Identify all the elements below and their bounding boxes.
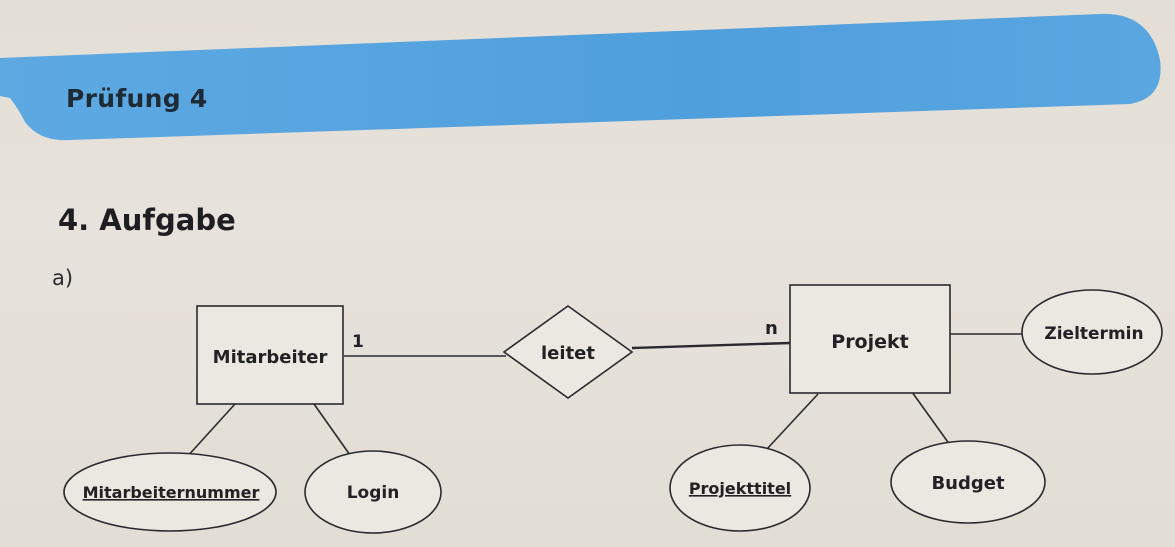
entity-mitarbeiter-box xyxy=(196,305,344,405)
attribute-zieltermin-ellipse xyxy=(1021,289,1163,375)
edge-leitet-projekt xyxy=(631,341,791,350)
attribute-projekttitel-ellipse xyxy=(669,444,811,532)
attribute-mitarbeiternummer-label: Mitarbeiternummer xyxy=(83,483,260,502)
attribute-mitarbeiternummer-ellipse xyxy=(63,452,277,532)
attribute-budget-label: Budget xyxy=(931,473,1005,494)
attribute-projekttitel: Projekttitel xyxy=(669,444,811,532)
relationship-leitet-label: leitet xyxy=(541,343,595,364)
entity-projekt-label: Projekt xyxy=(831,331,908,353)
header-banner-shape xyxy=(0,13,1161,141)
cardinality-mitarbeiter: 1 xyxy=(352,332,364,352)
subpart-label: a) xyxy=(52,266,74,290)
attribute-login-ellipse xyxy=(304,450,442,534)
section-title: 4. Aufgabe xyxy=(58,203,236,237)
entity-mitarbeiter-label: Mitarbeiter xyxy=(213,347,328,368)
relationship-leitet-diamond xyxy=(502,305,634,399)
banner-title: Prüfung 4 xyxy=(66,84,208,113)
edge-mitarbeiter-mitarbeiternummer xyxy=(185,403,236,459)
header-banner xyxy=(0,13,1161,141)
edge-mitarbeiter-login xyxy=(313,403,351,456)
edge-projekt-budget xyxy=(911,391,951,446)
entity-projekt-box xyxy=(789,284,951,394)
attribute-zieltermin: Zieltermin xyxy=(1021,289,1163,375)
entity-mitarbeiter: Mitarbeiter xyxy=(196,305,344,405)
cardinality-projekt: n xyxy=(765,318,778,339)
attribute-budget: Budget xyxy=(890,440,1046,524)
attribute-login: Login xyxy=(304,450,442,534)
attribute-projekttitel-label: Projekttitel xyxy=(689,479,791,498)
attribute-mitarbeiternummer: Mitarbeiternummer xyxy=(63,452,277,532)
attribute-login-label: Login xyxy=(347,483,400,503)
edge-projekt-projekttitel xyxy=(765,393,819,451)
entity-projekt: Projekt xyxy=(789,284,951,394)
relationship-leitet: leitet xyxy=(502,305,634,399)
attribute-budget-ellipse xyxy=(890,440,1046,524)
attribute-zieltermin-label: Zieltermin xyxy=(1044,324,1143,344)
